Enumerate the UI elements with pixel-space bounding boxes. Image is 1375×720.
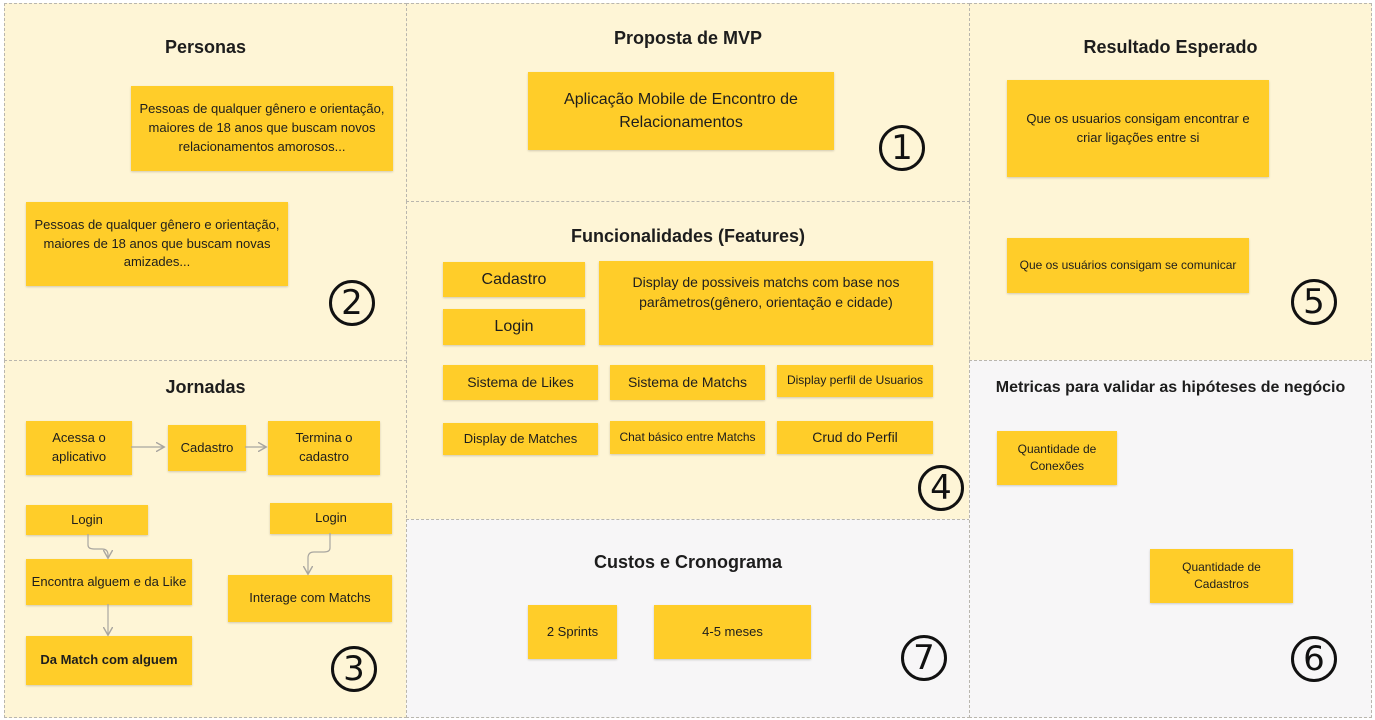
journey-login-2[interactable]: Login	[270, 503, 392, 534]
journey-termina[interactable]: Termina o cadastro	[268, 421, 380, 475]
jornadas-panel: Jornadas Acessa o aplicativo Cadastro Te…	[4, 360, 407, 718]
persona-note-romantic[interactable]: Pessoas de qualquer gênero e orientação,…	[131, 86, 393, 171]
custos-meses[interactable]: 4-5 meses	[654, 605, 811, 659]
jornadas-title: Jornadas	[165, 377, 246, 397]
number-1-badge: 1	[879, 125, 925, 171]
feature-crud-perfil[interactable]: Crud do Perfil	[777, 421, 933, 454]
metricas-panel: Metricas para validar as hipóteses de ne…	[969, 360, 1372, 718]
mvp-note[interactable]: Aplicação Mobile de Encontro de Relacion…	[528, 72, 834, 150]
features-title: Funcionalidades (Features)	[570, 226, 806, 246]
number-3-badge: 3	[331, 646, 377, 692]
resultado-panel: Resultado Esperado Que os usuarios consi…	[969, 3, 1372, 361]
feature-display-possiveis-matchs[interactable]: Display de possiveis matchs com base nos…	[599, 261, 933, 345]
feature-chat[interactable]: Chat básico entre Matchs	[610, 421, 765, 454]
custos-panel: Custos e Cronograma 2 Sprints 4-5 meses …	[406, 519, 970, 718]
resultado-note-ligacoes[interactable]: Que os usuarios consigam encontrar e cri…	[1007, 80, 1269, 177]
journey-encontra[interactable]: Encontra alguem e da Like	[26, 559, 192, 605]
resultado-title: Resultado Esperado	[1083, 37, 1258, 57]
feature-display-perfil[interactable]: Display perfil de Usuarios	[777, 365, 933, 397]
feature-login[interactable]: Login	[443, 309, 585, 345]
mvp-title: Proposta de MVP	[613, 28, 763, 48]
custos-sprints[interactable]: 2 Sprints	[528, 605, 617, 659]
number-6-badge: 6	[1291, 636, 1337, 682]
number-2-badge: 2	[329, 280, 375, 326]
journey-cadastro[interactable]: Cadastro	[168, 425, 246, 471]
journey-login-1[interactable]: Login	[26, 505, 148, 535]
persona-note-friendship[interactable]: Pessoas de qualquer gênero e orientação,…	[26, 202, 288, 286]
metricas-title: Metricas para validar as hipóteses de ne…	[995, 379, 1346, 396]
metricas-conexoes[interactable]: Quantidade de Conexões	[997, 431, 1117, 485]
journey-interage[interactable]: Interage com Matchs	[228, 575, 392, 622]
personas-panel: Personas Pessoas de qualquer gênero e or…	[4, 3, 407, 361]
number-5-badge: 5	[1291, 279, 1337, 325]
feature-cadastro[interactable]: Cadastro	[443, 262, 585, 297]
number-4-badge: 4	[918, 465, 964, 511]
journey-da-match[interactable]: Da Match com alguem	[26, 636, 192, 685]
number-7-badge: 7	[901, 635, 947, 681]
resultado-note-comunicar[interactable]: Que os usuários consigam se comunicar	[1007, 238, 1249, 293]
feature-sistema-matchs[interactable]: Sistema de Matchs	[610, 365, 765, 400]
mvp-panel: Proposta de MVP Aplicação Mobile de Enco…	[406, 3, 970, 202]
metricas-cadastros[interactable]: Quantidade de Cadastros	[1150, 549, 1293, 603]
journey-acessa[interactable]: Acessa o aplicativo	[26, 421, 132, 475]
feature-sistema-likes[interactable]: Sistema de Likes	[443, 365, 598, 400]
personas-title: Personas	[164, 37, 247, 57]
custos-title: Custos e Cronograma	[593, 552, 783, 572]
feature-display-matches[interactable]: Display de Matches	[443, 423, 598, 455]
features-panel: Funcionalidades (Features) Cadastro Logi…	[406, 201, 970, 520]
